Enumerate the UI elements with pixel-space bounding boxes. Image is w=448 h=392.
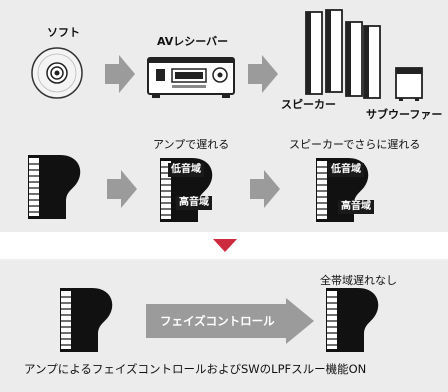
no-delay-label: 全帯域遅れなし <box>320 274 397 287</box>
high-band-label: 高音域 <box>338 200 374 214</box>
flow-arrow-icon <box>107 170 137 208</box>
grand-piano-icon <box>60 288 113 352</box>
av-receiver-label: AVレシーバー <box>157 35 229 48</box>
phase-control-label: フェイズコントロール <box>160 314 275 328</box>
grand-piano-icon <box>28 155 81 219</box>
grand-piano-icon <box>326 288 379 352</box>
phase-control-arrow <box>146 298 314 344</box>
speaker-label: スピーカー <box>281 98 336 111</box>
low-band-label: 低音域 <box>328 163 364 177</box>
speaker-delay-label: スピーカーでさらに遅れる <box>289 138 421 151</box>
flow-arrow-icon <box>250 170 280 208</box>
amp-delay-label: アンプで遅れる <box>153 138 230 151</box>
cd-disc-icon <box>31 47 83 99</box>
speakers-icon <box>305 9 381 99</box>
subwoofer-label: サブウーファー <box>366 108 443 121</box>
low-band-label: 低音域 <box>168 163 204 177</box>
av-receiver-icon <box>147 57 235 98</box>
high-band-label: 高音域 <box>176 196 212 210</box>
software-label: ソフト <box>47 26 80 39</box>
flow-arrow-icon <box>248 55 278 93</box>
flow-arrow-icon <box>105 55 135 93</box>
subwoofer-icon <box>395 67 423 101</box>
caption-text: アンプによるフェイズコントロールおよびSWのLPFスルー機能ON <box>24 362 367 376</box>
down-arrow-icon <box>213 239 237 252</box>
